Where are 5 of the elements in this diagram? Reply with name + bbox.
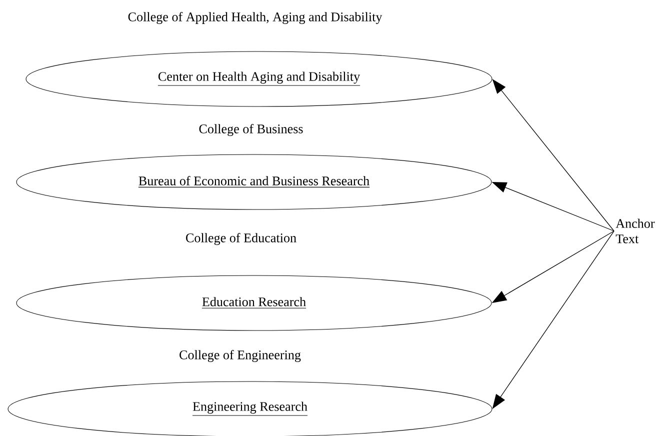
college-label: College of Engineering <box>180 350 301 362</box>
anchor-label: Anchor Text <box>616 218 655 244</box>
college-label: College of Business <box>199 124 303 136</box>
college-label: College of Education <box>186 233 296 246</box>
college-label: College of Applied Health, Aging and Disability <box>128 12 382 24</box>
